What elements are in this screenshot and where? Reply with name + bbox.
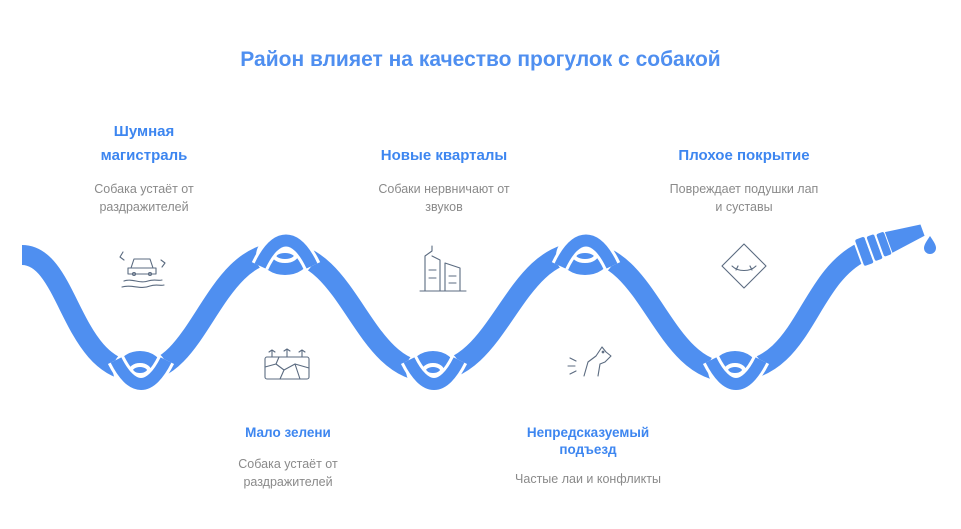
road-hazard-icon bbox=[721, 243, 767, 289]
step-label-little-greenery: Мало зелени Собака устаёт от раздражител… bbox=[206, 424, 370, 491]
step-title: Новые кварталы bbox=[380, 147, 508, 164]
barking-dog-icon bbox=[567, 346, 612, 377]
step-label-noisy-highway: Шумная магистраль Собака устаёт от раздр… bbox=[72, 120, 216, 216]
step-description: Частые лаи и конфликты bbox=[515, 472, 661, 486]
hose-knot bbox=[702, 347, 770, 393]
step-description: Собака устаёт от раздражителей bbox=[238, 457, 338, 489]
hose-knot bbox=[251, 231, 321, 279]
step-description: Повреждает подушки лап и суставы bbox=[669, 182, 819, 214]
hose-knot bbox=[551, 231, 621, 279]
step-description: Собака устаёт от раздражителей bbox=[94, 182, 194, 214]
cracked-ground-icon bbox=[264, 348, 310, 380]
water-drop-icon bbox=[924, 236, 936, 254]
hose-knot bbox=[400, 347, 468, 393]
hose-nozzle bbox=[853, 224, 925, 268]
car-stuck-icon bbox=[119, 251, 166, 288]
step-label-unpredictable-entrance: Непредсказуемый подъезд Частые лаи и кон… bbox=[502, 424, 674, 488]
step-title: Плохое покрытие bbox=[678, 147, 810, 164]
buildings-icon bbox=[419, 245, 467, 292]
step-title: Шумная магистраль bbox=[100, 123, 188, 164]
hose-knot bbox=[107, 347, 175, 393]
step-title: Непредсказуемый подъезд bbox=[526, 425, 650, 457]
diagram-title: Район влияет на качество прогулок с соба… bbox=[240, 48, 721, 71]
step-label-bad-surface: Плохое покрытие Повреждает подушки лап и… bbox=[644, 144, 844, 216]
step-description: Собаки нервничают от звуков bbox=[378, 182, 510, 214]
step-title: Мало зелени bbox=[245, 425, 331, 440]
step-label-new-blocks: Новые кварталы Собаки нервничают от звук… bbox=[344, 144, 544, 216]
